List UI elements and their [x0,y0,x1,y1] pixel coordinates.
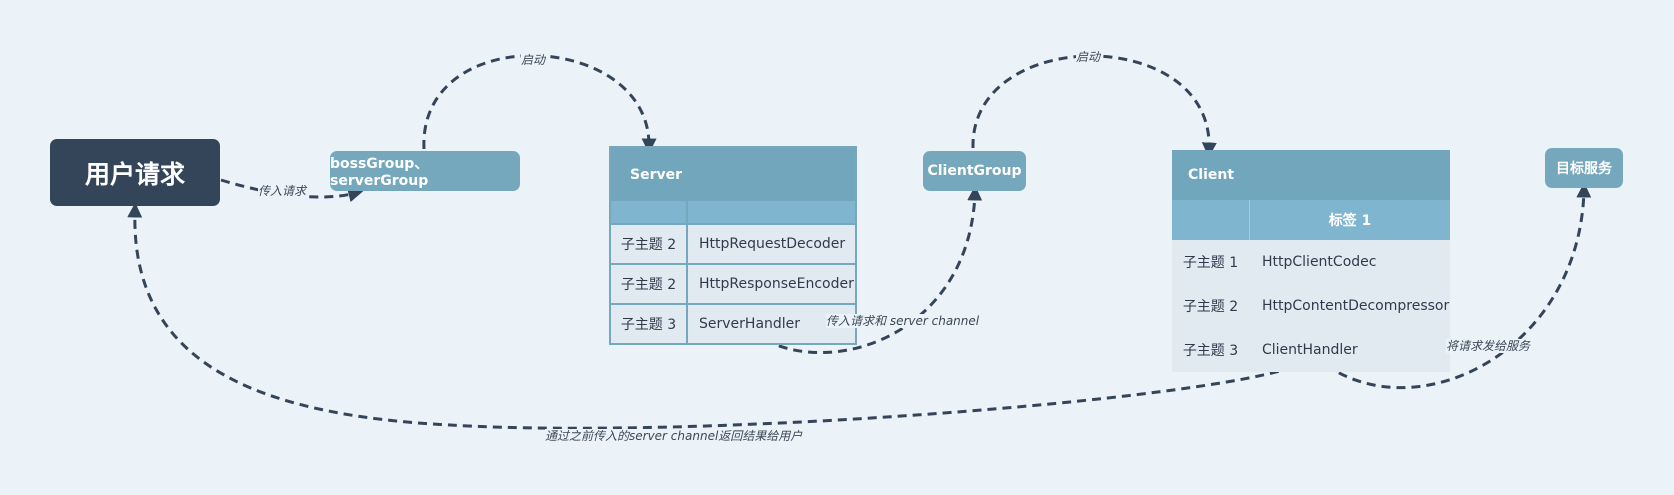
table-row[interactable]: 子主题 2 HttpRequestDecoder [611,225,855,265]
client-table-title: Client [1172,150,1450,200]
column-header: 标签 1 [1328,213,1372,229]
row-value: HttpResponseEncoder [699,276,854,292]
table-row[interactable]: 子主题 1 HttpClientCodec [1172,240,1450,284]
table-row[interactable]: 子主题 2 HttpResponseEncoder [611,265,855,305]
client-table[interactable]: Client 标签 1 子主题 1 HttpClientCodec 子主题 2 … [1172,150,1450,372]
row-label: 子主题 2 [611,225,688,263]
user-request-node[interactable]: 用户请求 [50,139,220,206]
server-table-subheader [611,201,855,225]
table-row[interactable]: 子主题 3 ServerHandler [611,305,855,343]
row-label: 子主题 2 [611,265,688,303]
row-value: ClientHandler [1262,342,1358,358]
row-label: 子主题 3 [1182,343,1239,359]
table-row[interactable]: 子主题 2 HttpContentDecompressor [1172,284,1450,328]
row-value: HttpContentDecompressor [1262,298,1450,314]
row-value: ServerHandler [699,316,801,332]
row-label: 子主题 3 [611,305,688,343]
client-group-node[interactable]: ClientGroup [923,151,1026,191]
server-table[interactable]: Server 子主题 2 HttpRequestDecoder 子主题 2 Ht… [609,146,857,345]
edge-label-start-server: 启动 [521,53,546,67]
server-table-title: Server [611,148,855,201]
edge-clientgroup-to-client [971,54,1217,158]
edge-boss-to-server [422,54,657,154]
row-value: HttpRequestDecoder [699,236,846,252]
table-row[interactable]: 子主题 3 ClientHandler [1172,328,1450,372]
edge-label-start-client: 启动 [1076,50,1101,64]
target-service-node[interactable]: 目标服务 [1545,148,1623,188]
edge-label-pass-request-channel: 传入请求和 server channel [826,314,980,328]
edge-label-return-result: 通过之前传入的server channel返回结果给用户 [545,429,803,443]
row-value: HttpClientCodec [1262,254,1377,270]
edge-label-pass-request: 传入请求 [258,184,307,198]
boss-group-node[interactable]: bossGroup、serverGroup [330,151,520,191]
edge-label-send-to-service: 将请求发给服务 [1446,339,1531,353]
row-label: 子主题 2 [1182,299,1239,315]
row-label: 子主题 1 [1182,255,1239,271]
client-table-subheader: 标签 1 [1172,200,1450,240]
